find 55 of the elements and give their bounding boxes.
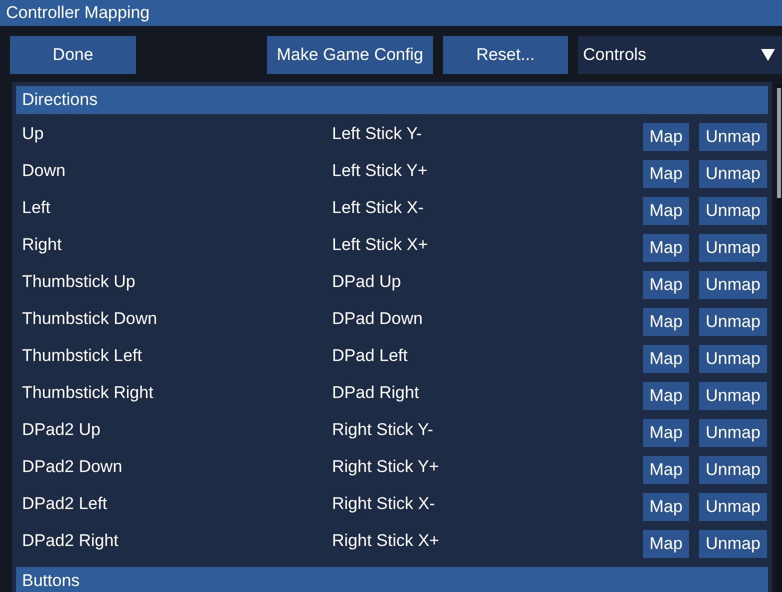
map-button: Map — [643, 530, 689, 558]
mapping-value: Left Stick X- — [332, 198, 424, 218]
mapping-value: DPad Down — [332, 309, 423, 329]
mapping-value: Left Stick Y+ — [332, 161, 428, 181]
map-button: Map — [643, 160, 689, 188]
unmap-button: Unmap — [699, 530, 767, 558]
done-button: Done — [10, 36, 136, 74]
map-button: Map — [643, 456, 689, 484]
input-name: Thumbstick Left — [22, 346, 142, 366]
map-button: Map — [643, 419, 689, 447]
unmap-button: Unmap — [699, 308, 767, 336]
unmap-button: Unmap — [699, 493, 767, 521]
input-name: DPad2 Left — [22, 494, 108, 514]
input-name: DPad2 Up — [22, 420, 100, 440]
mapping-value: Right Stick Y- — [332, 420, 434, 440]
mapping-value: DPad Up — [332, 272, 401, 292]
input-name: Right — [22, 235, 62, 255]
map-button: Map — [643, 123, 689, 151]
section-header: Buttons — [16, 567, 768, 592]
mapping-value: Right Stick X- — [332, 494, 435, 514]
controls-dropdown: Controls — [578, 36, 782, 74]
make-config-button: Make Game Config — [267, 36, 433, 74]
unmap-button: Unmap — [699, 419, 767, 447]
input-name: DPad2 Down — [22, 457, 122, 477]
input-name: Thumbstick Down — [22, 309, 158, 329]
map-button: Map — [643, 197, 689, 225]
mapping-value: Left Stick Y- — [332, 124, 422, 144]
mapping-value: Left Stick X+ — [332, 235, 428, 255]
input-name: Up — [22, 124, 44, 144]
unmap-button: Unmap — [699, 345, 767, 373]
map-button: Map — [643, 382, 689, 410]
unmap-button: Unmap — [699, 382, 767, 410]
unmap-button: Unmap — [699, 160, 767, 188]
unmap-button: Unmap — [699, 234, 767, 262]
input-name: Thumbstick Right — [22, 383, 154, 403]
map-button: Map — [643, 493, 689, 521]
map-button: Map — [643, 345, 689, 373]
title-bar: Controller Mapping — [0, 0, 782, 26]
input-name: Down — [22, 161, 66, 181]
map-button: Map — [643, 271, 689, 299]
mapping-value: DPad Right — [332, 383, 419, 403]
mapping-value: Right Stick Y+ — [332, 457, 439, 477]
map-button: Map — [643, 308, 689, 336]
unmap-button: Unmap — [699, 197, 767, 225]
section-header: Directions — [16, 86, 768, 114]
unmap-button: Unmap — [699, 456, 767, 484]
map-button: Map — [643, 234, 689, 262]
unmap-button: Unmap — [699, 271, 767, 299]
unmap-button: Unmap — [699, 123, 767, 151]
input-name: Thumbstick Up — [22, 272, 136, 292]
mapping-value: Right Stick X+ — [332, 531, 440, 551]
input-name: DPad2 Right — [22, 531, 118, 551]
mapping-value: DPad Left — [332, 346, 408, 366]
input-name: Left — [22, 198, 50, 218]
reset-button: Reset... — [443, 36, 568, 74]
